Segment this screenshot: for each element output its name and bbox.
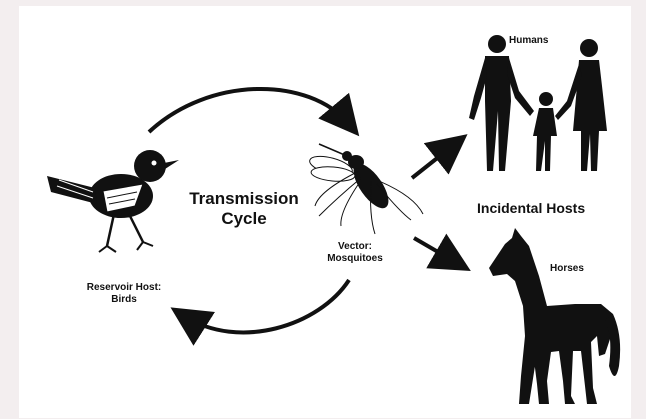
humans-icon bbox=[469, 35, 607, 171]
horse-icon bbox=[489, 228, 620, 404]
reservoir-host-label: Reservoir Host: Birds bbox=[65, 282, 183, 305]
humans-label: Humans bbox=[509, 35, 579, 47]
incidental-hosts-label: Incidental Hosts bbox=[477, 200, 627, 216]
vector-label: Vector: Mosquitoes bbox=[309, 241, 401, 264]
arrow-to-horses bbox=[414, 238, 457, 263]
diagram-canvas: Transmission Cycle Vector: Mosquitoes Re… bbox=[19, 6, 631, 418]
arrow-to-humans bbox=[412, 144, 455, 178]
cycle-arrow-bottom bbox=[184, 280, 349, 332]
diagram-title: Transmission Cycle bbox=[159, 189, 329, 228]
cycle-arrow-top bbox=[149, 89, 349, 132]
horses-label: Horses bbox=[550, 263, 610, 275]
